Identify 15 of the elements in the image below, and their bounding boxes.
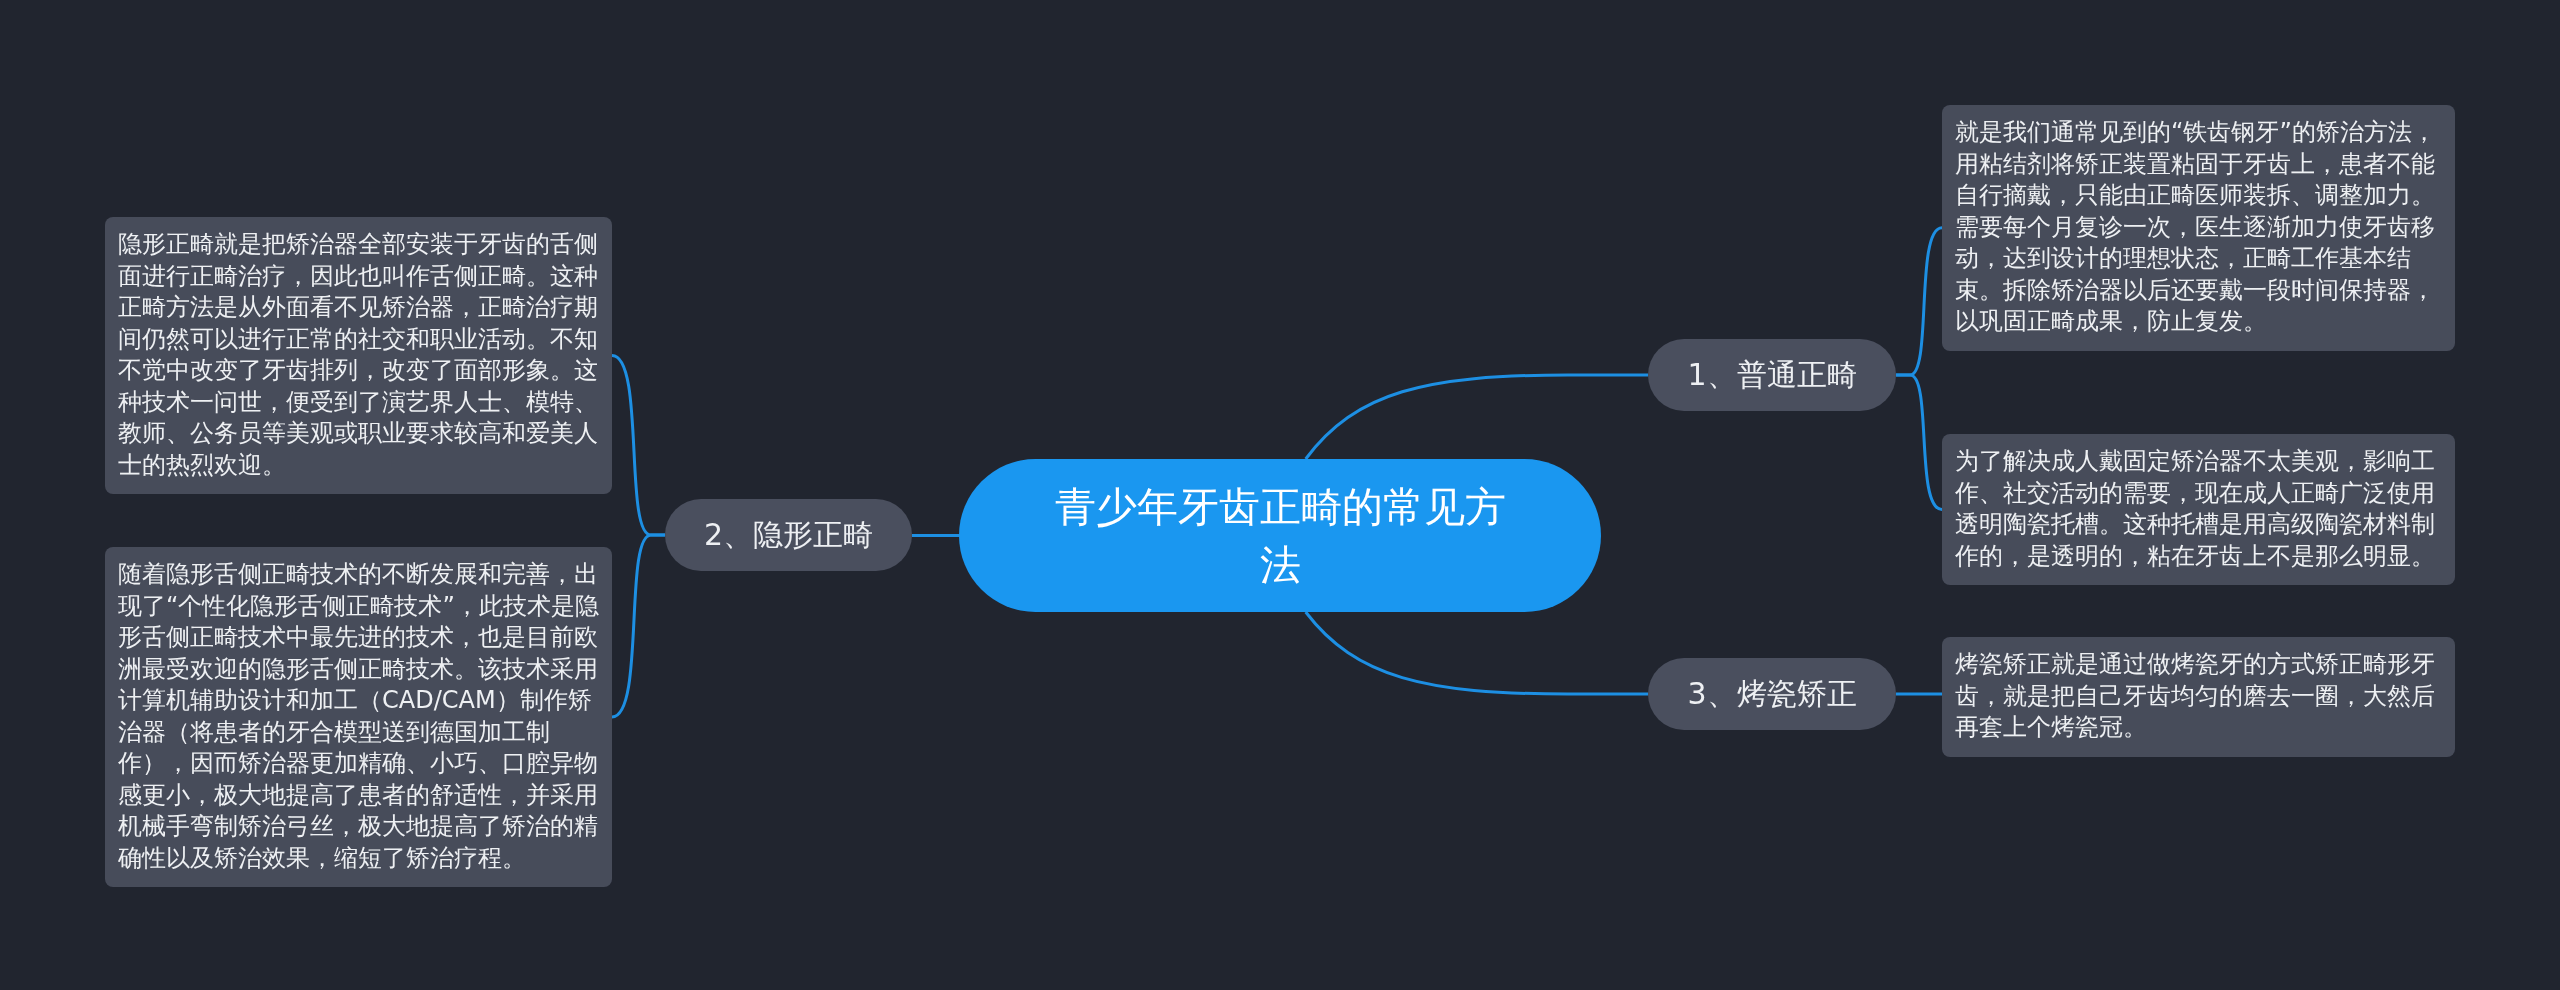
connector-line: [1896, 692, 1942, 696]
connector-line: [912, 534, 959, 537]
branch-topic: 3、烤瓷矫正: [1648, 658, 1896, 730]
branch-topic: 1、普通正畸: [1648, 339, 1896, 411]
central-topic: 青少年牙齿正畸的常见方法: [959, 459, 1601, 612]
note-card: 为了解决成人戴固定矫治器不太美观，影响工作、社交活动的需要，现在成人正畸广泛使用透明陶瓷托槽。这种托槽是用高级陶瓷材料制作的，是透明的，粘在牙齿上不是那么明显。: [1942, 434, 2455, 585]
branch-topic: 2、隐形正畸: [665, 499, 912, 571]
connector-line: [1896, 373, 1943, 511]
note-card: 隐形正畸就是把矫治器全部安装于牙齿的舌侧面进行正畸治疗，因此也叫作舌侧正畸。这种正畸方法是从外面看不见矫治器，正畸治疗期间仍然可以进行正常的社交和职业活动。不知不觉中改变了牙齿排列，改变了面部形象。这种技术一问世，便受到了演艺界人士、模特、教师、公务员等美观或职业要求较高和爱美人士的热烈欢迎。: [105, 217, 612, 494]
note-card: 就是我们通常见到的“铁齿钢牙”的矫治方法，用粘结剂将矫正装置粘固于牙齿上，患者不能自行摘戴，只能由正畸医师装拆、调整加力。需要每个月复诊一次，医生逐渐加力使牙齿移动，达到设计的理想状态，正畸工作基本结束。拆除矫治器以后还要戴一段时间保持器，以巩固正畸成果，防止复发。: [1942, 105, 2455, 351]
note-card: 烤瓷矫正就是通过做烤瓷牙的方式矫正畸形牙齿，就是把自己牙齿均匀的磨去一圈，大然后再套上个烤瓷冠。: [1942, 637, 2455, 757]
connector-line: [1304, 611, 1648, 696]
note-card: 随着隐形舌侧正畸技术的不断发展和完善，出现了“个性化隐形舌侧正畸技术”，此技术是隐形舌侧正畸技术中最先进的技术，也是目前欧洲最受欢迎的隐形舌侧正畸技术。该技术采用计算机辅助设计和加工（CAD/CAM）制作矫治器（将患者的牙合模型送到德国加工制作），因而矫治器更加精确、小巧、口腔异物感更小，极大地提高了患者的舒适性，并采用机械手弯制矫治弓丝，极大地提高了矫治的精确性以及矫治效果，缩短了矫治疗程。: [105, 547, 612, 887]
connector-line: [611, 533, 665, 719]
connector-line: [1304, 373, 1648, 460]
